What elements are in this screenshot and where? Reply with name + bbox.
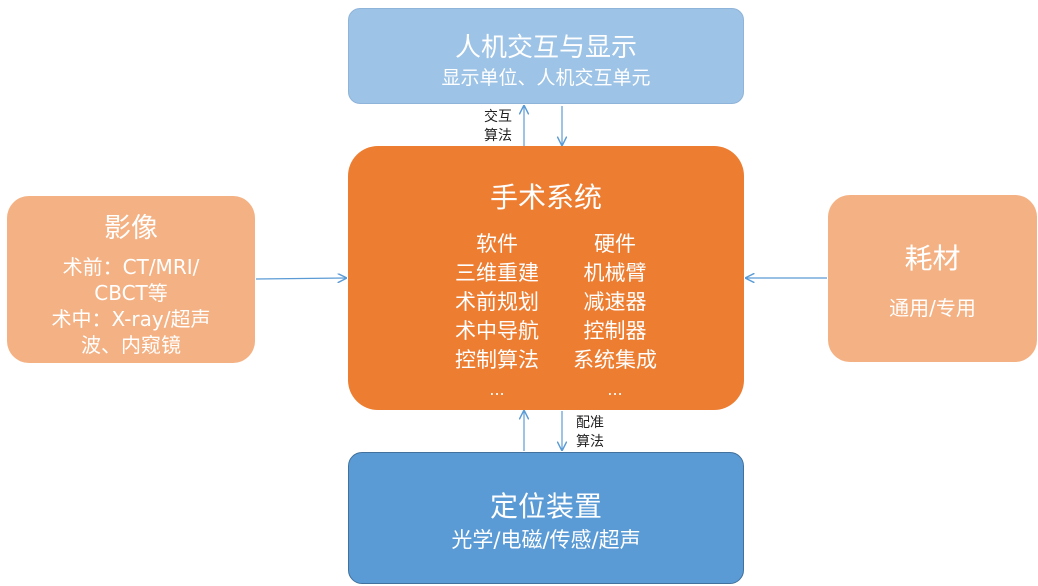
software-more: ...	[489, 380, 505, 399]
software-heading: 软件	[476, 232, 518, 256]
top-box-title: 人机交互与显示	[454, 33, 637, 63]
hardware-item: 系统集成	[573, 348, 657, 372]
software-item: 术中导航	[455, 319, 539, 343]
software-column: 软件 三维重建 术前规划 术中导航 控制算法 ...	[432, 230, 562, 404]
top-arrow-label: 交互 算法	[476, 108, 520, 146]
top-arrow-label-line-1: 交互	[484, 109, 512, 125]
hardware-item: 减速器	[583, 290, 647, 314]
bottom-arrow-label-line-1: 配准	[576, 415, 604, 431]
imaging-line: 术前：CT/MRI/	[62, 255, 200, 279]
software-item: 术前规划	[455, 290, 539, 314]
bottom-arrow-label-line-2: 算法	[576, 434, 604, 450]
imaging-box: 影像 术前：CT/MRI/ CBCT等 术中：X-ray/超声 波、内窥镜	[7, 196, 255, 363]
hardware-heading: 硬件	[594, 232, 636, 256]
top-arrow-label-line-2: 算法	[484, 128, 512, 144]
left-box-title: 影像	[104, 213, 158, 244]
imaging-line: 术中：X-ray/超声	[51, 307, 211, 331]
right-box-subtitle: 通用/专用	[889, 296, 976, 320]
positioning-device-box: 定位装置 光学/电磁/传感/超声	[348, 452, 744, 584]
bottom-box-title: 定位装置	[489, 490, 602, 523]
arrow-left-to-center	[255, 278, 346, 279]
top-box-subtitle: 显示单位、人机交互单元	[441, 67, 651, 89]
bottom-arrow-label: 配准 算法	[568, 414, 612, 452]
imaging-line: CBCT等	[94, 281, 168, 305]
hardware-more: ...	[607, 380, 623, 399]
surgical-system-box: 手术系统 软件 三维重建 术前规划 术中导航 控制算法 ... 硬件 机械臂 减…	[348, 146, 744, 410]
center-box-title: 手术系统	[489, 181, 602, 214]
imaging-line: 波、内窥镜	[81, 333, 181, 357]
human-machine-interaction-box: 人机交互与显示 显示单位、人机交互单元	[348, 8, 744, 104]
hardware-column: 硬件 机械臂 减速器 控制器 系统集成 ...	[550, 230, 680, 404]
software-item: 控制算法	[455, 348, 539, 372]
hardware-item: 机械臂	[583, 261, 647, 285]
imaging-details: 术前：CT/MRI/ CBCT等 术中：X-ray/超声 波、内窥镜	[7, 254, 255, 358]
consumables-box: 耗材 通用/专用	[828, 195, 1037, 362]
right-box-title: 耗材	[904, 242, 961, 275]
software-item: 三维重建	[455, 261, 539, 285]
bottom-box-subtitle: 光学/电磁/传感/超声	[451, 528, 641, 552]
hardware-item: 控制器	[583, 319, 647, 343]
